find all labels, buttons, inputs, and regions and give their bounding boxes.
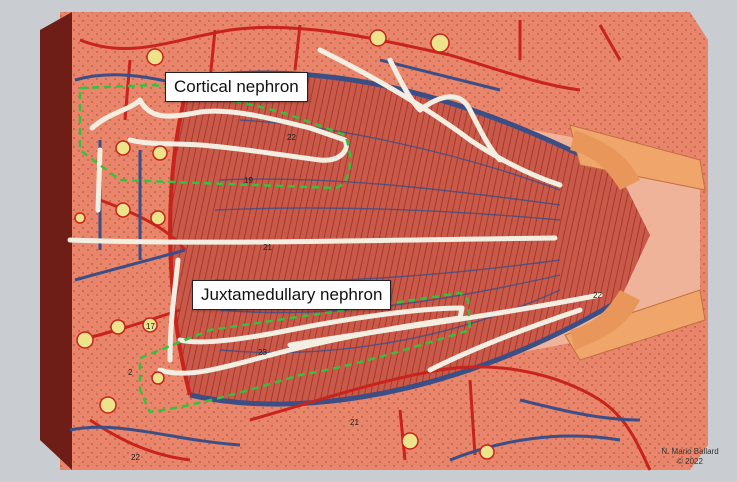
arcuate-vein-bottom [189, 297, 622, 407]
credit-year: © 2022 [677, 457, 703, 466]
cortical-nephron-label: Cortical nephron [165, 72, 308, 102]
juxtamedullary-nephron-outline [138, 291, 472, 414]
tubules [67, 47, 603, 376]
minor-calyx-bottom [570, 290, 640, 350]
credit-author: N. Mario Ballard [661, 447, 719, 456]
ureter-bottom [564, 289, 706, 361]
renal-capsule [40, 12, 72, 470]
minor-calyx-top [570, 130, 640, 190]
photo-credit: N. Mario Ballard © 2022 [654, 447, 726, 467]
kidney-model [40, 12, 708, 471]
glomeruli [74, 29, 495, 460]
juxtamedullary-nephron-label: Juxtamedullary nephron [192, 280, 392, 310]
